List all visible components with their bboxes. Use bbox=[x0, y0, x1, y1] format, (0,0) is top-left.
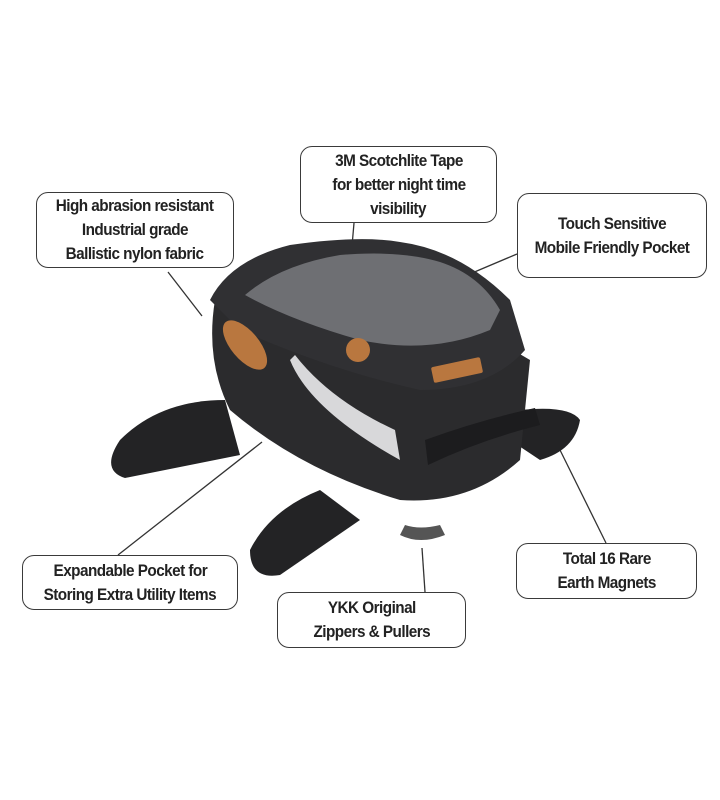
callout-text: Touch Sensitive bbox=[557, 213, 667, 233]
brand-patch bbox=[431, 357, 483, 383]
zipper-puller bbox=[400, 525, 445, 540]
touch-window bbox=[245, 253, 500, 346]
callout-expandable: Expandable Pocket for Storing Extra Util… bbox=[22, 555, 238, 610]
callout-text: Storing Extra Utility Items bbox=[43, 584, 217, 604]
callout-pocket: Touch Sensitive Mobile Friendly Pocket bbox=[517, 193, 707, 278]
bag bbox=[111, 239, 580, 576]
callout-text: Ballistic nylon fabric bbox=[66, 244, 204, 263]
callout-text: visibility bbox=[370, 198, 427, 218]
callout-magnets: Total 16 Rare Earth Magnets bbox=[516, 543, 697, 599]
logo-patch bbox=[222, 320, 268, 370]
callout-text: 3M Scotchlite Tape bbox=[334, 150, 463, 170]
callout-text: Industrial grade bbox=[81, 220, 189, 239]
callout-text: for better night time bbox=[331, 174, 466, 194]
callout-tape: 3M Scotchlite Tape for better night time… bbox=[300, 146, 497, 223]
callout-text: Total 16 Rare bbox=[562, 549, 651, 568]
leader-line-magnets bbox=[559, 449, 607, 544]
callout-text: High abrasion resistant bbox=[56, 196, 214, 215]
callout-text: Expandable Pocket for bbox=[53, 560, 207, 580]
callout-text: Mobile Friendly Pocket bbox=[534, 237, 690, 257]
leader-line-fabric bbox=[167, 271, 203, 317]
round-patch bbox=[346, 338, 370, 362]
handle bbox=[425, 408, 540, 465]
leader-line-expandable bbox=[117, 441, 263, 556]
leader-line-zippers bbox=[421, 547, 426, 593]
callout-zippers: YKK Original Zippers & Pullers bbox=[277, 592, 466, 648]
leader-lines bbox=[117, 222, 607, 593]
left-flap bbox=[111, 400, 240, 478]
callout-text: Earth Magnets bbox=[557, 573, 656, 592]
front-flap bbox=[250, 490, 360, 576]
callout-text: YKK Original bbox=[327, 598, 416, 617]
callout-fabric: High abrasion resistant Industrial grade… bbox=[36, 192, 234, 268]
callout-text: Zippers & Pullers bbox=[313, 622, 430, 641]
reflective-tape bbox=[290, 355, 400, 460]
